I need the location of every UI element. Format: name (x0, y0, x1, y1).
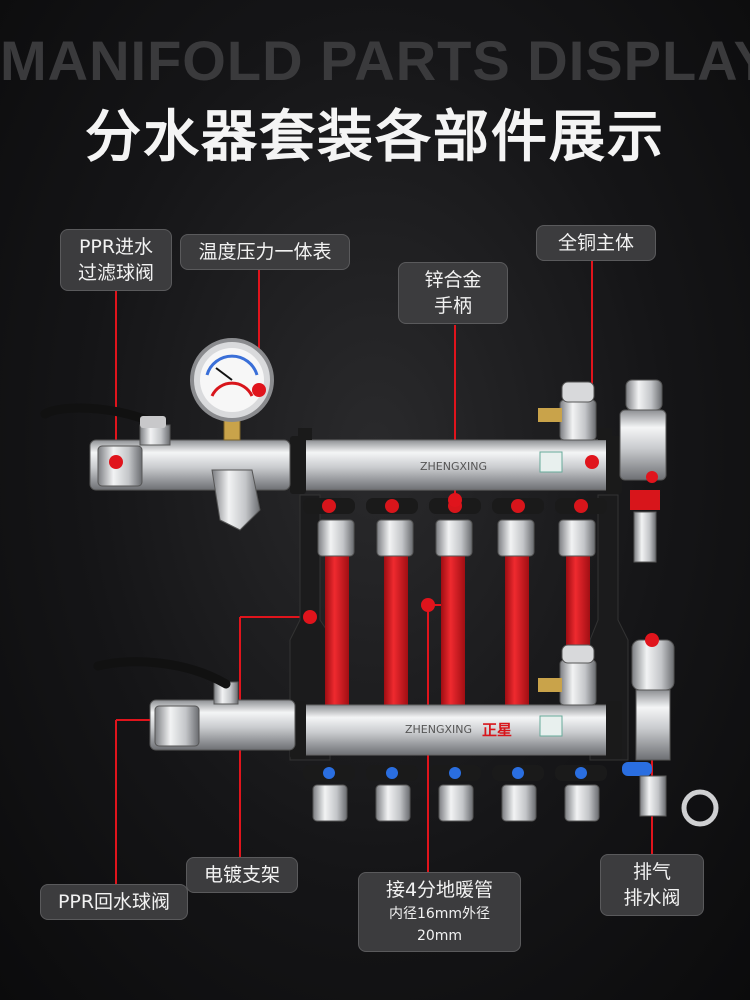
label-ppr-return-valve: PPR回水球阀 (40, 884, 188, 920)
label-ppr-inlet-line1: PPR进水 (78, 236, 154, 258)
temperature-pressure-gauge (190, 338, 274, 441)
background-title: MANIFOLD PARTS DISPLAY (0, 29, 750, 92)
label-copper-body: 全铜主体 (536, 225, 656, 261)
page-title: 分水器套装各部件展示 (85, 105, 665, 170)
label-handle-line1: 锌合金 (424, 269, 482, 291)
inlet-filter-ball-valve (40, 403, 291, 531)
right-vent-drain-valve-lower (622, 633, 719, 827)
label-ppr-inlet-line2: 过滤球阀 (77, 262, 154, 284)
brand-text-upper: ZHENGXING (420, 460, 487, 473)
label-handle: 锌合金 手柄 (398, 262, 508, 324)
label-gauge: 温度压力一体表 (180, 234, 350, 270)
label-floor-heating-pipe: 接4分地暖管 内径16mm外径20mm (358, 872, 521, 952)
bracket (289, 494, 629, 761)
return-ball-valve (93, 657, 296, 751)
right-drain-fittings-upper (619, 379, 667, 563)
lower-outlet-fittings (312, 784, 600, 822)
brand-cn-lower: 正星 (482, 721, 512, 739)
label-vent-line1: 排气 (632, 861, 671, 883)
brand-text-lower: ZHENGXING (405, 723, 472, 736)
label-bracket-text: 电镀支架 (203, 864, 280, 886)
lower-air-valve (538, 644, 597, 706)
label-pipe-line1: 接4分地暖管 (385, 879, 494, 901)
top-air-valve (538, 381, 597, 441)
label-gauge-text: 温度压力一体表 (198, 241, 332, 263)
label-ppr-inlet-valve: PPR进水 过滤球阀 (60, 229, 172, 291)
label-ppr-return-text: PPR回水球阀 (57, 891, 171, 913)
floor-heating-pipes (325, 548, 590, 708)
lower-manifold-body: ZHENGXING 正星 (290, 701, 622, 759)
marker-dots (303, 493, 462, 624)
label-vent-line2: 排水阀 (623, 887, 681, 909)
label-body-text: 全铜主体 (557, 232, 634, 254)
label-handle-line2: 手柄 (433, 295, 472, 317)
upper-red-handles (303, 498, 607, 514)
label-bracket: 电镀支架 (186, 857, 298, 893)
label-vent-drain-valve: 排气 排水阀 (600, 854, 704, 916)
label-pipe-line2: 内径16mm外径20mm (388, 906, 491, 944)
upper-manifold-body: ZHENGXING (290, 428, 622, 494)
upper-fittings (317, 519, 596, 557)
lower-blue-handles (303, 765, 607, 781)
